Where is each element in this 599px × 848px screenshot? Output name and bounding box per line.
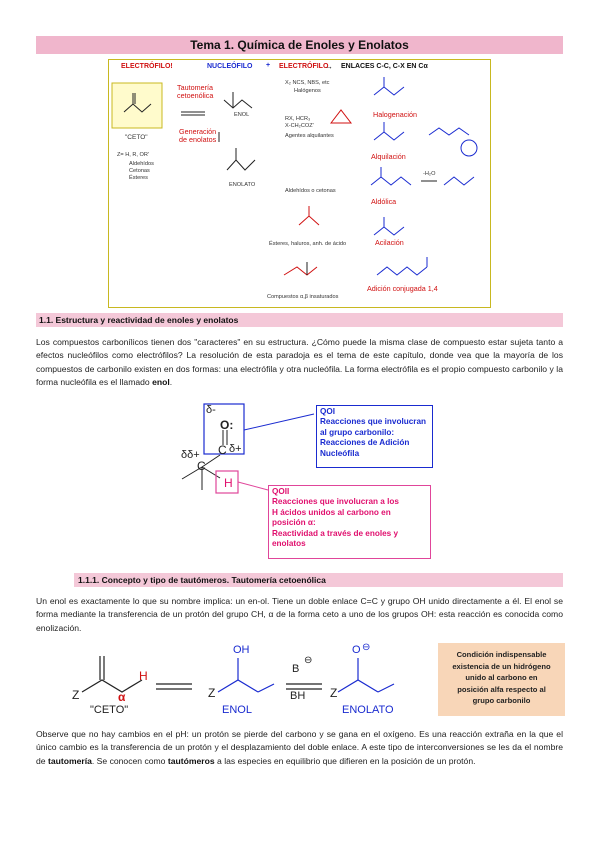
qoii-line-3: H ácidos unidos al carbono en (272, 507, 391, 517)
taut-bold-2: tautómeros (167, 755, 215, 766)
qoii-line-1: QOII (272, 487, 290, 496)
alquilacion-label: Alquilación (371, 152, 406, 161)
qoii-box: QOII Reacciones que involucran a los H á… (268, 485, 431, 559)
ceto-caption: "CETO" (90, 704, 129, 716)
halogenos-label: Halógenos (294, 88, 321, 94)
keto-z-label: Z (72, 688, 80, 702)
taut-text-c: . Se conocen como (91, 755, 168, 766)
paragraph-enol: Un enol es exactamente lo que su nombre … (36, 596, 563, 633)
conjugada-label: Adición conjugada 1,4 (367, 284, 438, 293)
minus-charge-icon: ⊖ (304, 655, 313, 666)
carbon-label: C (218, 443, 227, 457)
qoi-line-1: QOI (320, 407, 336, 416)
alquil-reagent-1: RX, HCR₃ (285, 116, 311, 122)
base-label: B (292, 663, 300, 675)
acid-label: BH (290, 690, 306, 702)
section-header-1-1-1: 1.1.1. Concepto y tipo de tautómeros. Ta… (74, 573, 563, 587)
taut-bold-1: tautomería (47, 755, 92, 766)
qoii-line-4: posición α: (272, 518, 316, 528)
h2o-label: -H₂O (423, 171, 436, 177)
keto-h-label: H (139, 669, 148, 683)
cond-line-2: existencia de un hidrógeno (452, 661, 551, 671)
qoi-box: QOI Reacciones que involucran al grupo c… (316, 405, 433, 468)
ceto-label: "CETO" (125, 134, 148, 141)
enol-z-label: Z (208, 686, 216, 700)
aldolica-label: Aldólica (371, 197, 397, 206)
enolate-z-label: Z (330, 686, 338, 700)
qoi-line-2: Reacciones que involucran (320, 417, 427, 427)
tautomeria-label: Tautomería cetoenólica (177, 83, 214, 100)
scheme-drawing (111, 77, 478, 276)
cond-line-3: unido al carbono en (465, 673, 538, 683)
keto-enol-diagram (81, 656, 395, 693)
paragraph-intro: Los compuestos carbonílicos tienen dos "… (36, 336, 563, 389)
paragraph-intro-end: . (169, 376, 173, 387)
z-item-esteres: Ésteres (129, 175, 148, 181)
enolate-o-label: O (352, 644, 361, 656)
cond-line-5: grupo carbonilo (472, 696, 531, 706)
delta-delta-plus: δδ+ (181, 449, 200, 461)
qoii-line-6: enolatos (272, 539, 306, 549)
condition-callout: Condición indispensable existencia de un… (438, 643, 565, 716)
enolate-charge-icon: ⊖ (362, 642, 371, 653)
alquil-reagent-2: X-CH₂COZ' (285, 123, 314, 129)
aldehidos-cetonas-label: Aldehídos o cetonas (285, 188, 336, 194)
agentes-label: Agentes alquilantes (285, 133, 334, 139)
oxygen-label: O: (220, 418, 234, 432)
paragraph-intro-text: Los compuestos carbonílicos tienen dos "… (36, 337, 563, 387)
cond-line-1: Condición indispensable (456, 650, 547, 659)
page-title: Tema 1. Química de Enoles y Enolatos (36, 36, 563, 54)
enol-caption: ENOL (222, 704, 252, 716)
compuestos-label: Compuestos α,β insaturados (267, 294, 339, 300)
z-item-aldehidos: Aldehídos (129, 161, 154, 167)
alpha-carbon-label: C (197, 459, 206, 473)
enlaces-header: ENLACES C-C, C-X EN Cα (341, 63, 428, 70)
qoi-line-4: Reacciones de Adición (320, 438, 410, 448)
qoi-line-5: Nucleófila (320, 448, 360, 458)
reactivity-scheme-figure: ELECTRÓFILO! NUCLEÓFILO + ELECTRÓFILO → … (108, 59, 491, 308)
alpha-label: α (118, 690, 126, 704)
qoii-line-2: Reacciones que involucran a los (272, 497, 399, 507)
enol-oh-label: OH (233, 644, 250, 656)
z-list: Z= H, R, OR' (117, 152, 149, 158)
section-header-1-1: 1.1. Estructura y reactividad de enoles … (36, 313, 563, 327)
taut-text-d: a las especies en equilibrio que difiere… (214, 755, 476, 766)
paragraph-tautomeria: Observe que no hay cambios en el pH: un … (36, 728, 563, 768)
qoii-line-5: Reactividad a través de enoles y (272, 528, 399, 538)
paragraph-intro-bold: enol (152, 376, 170, 387)
delta-minus: δ- (206, 404, 216, 416)
electrofilo-header: ELECTRÓFILO! (121, 63, 173, 70)
plus-sign: + (266, 62, 271, 69)
cond-line-4: posición alfa respecto al (457, 684, 546, 694)
carbonyl-diagram (181, 403, 315, 494)
enolato-caption: ENOLATO (342, 704, 394, 716)
nucleofilo-header: NUCLEÓFILO (207, 63, 253, 70)
hydrogen-label: H (224, 476, 233, 490)
x2-reagents: X₂ NCS, NBS, etc (285, 80, 330, 86)
enolato-label: ENOLATO (229, 182, 256, 188)
qoi-line-3: al grupo carbonilo: (320, 427, 395, 437)
delta-plus: δ+ (229, 443, 242, 455)
enol-label: ENOL (234, 112, 250, 118)
esteres-label: Ésteres, haluros, anh. de ácido (269, 241, 347, 247)
taut-text-a: Observe que no hay cambios en el pH: un … (36, 729, 563, 766)
electrofilo2-header: ELECTRÓFILO (279, 63, 329, 70)
generacion-label: Generación de enolatos (179, 127, 217, 144)
arrow-glyph: → (325, 62, 333, 71)
halogenacion-label: Halogenación (373, 110, 417, 119)
acilacion-label: Acilación (375, 238, 404, 247)
z-item-cetonas: Cetonas (129, 168, 150, 174)
